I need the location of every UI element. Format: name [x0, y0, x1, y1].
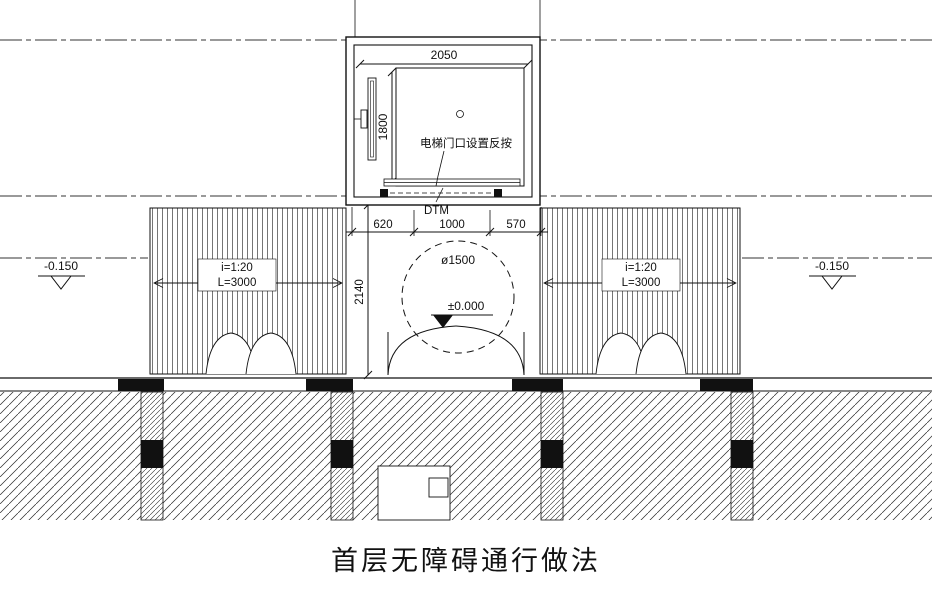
dim-620: 620 — [373, 219, 392, 231]
entry-passage: ø1500 ±0.000 2140 — [354, 200, 525, 380]
dim-tick — [485, 227, 495, 237]
column-strip-2 — [330, 391, 354, 521]
dim-tick — [355, 59, 365, 69]
level-triangle — [820, 275, 844, 290]
below-shaft-dimensions: 620 1000 570 — [346, 207, 548, 237]
car-center-mark — [456, 110, 464, 118]
elevator-tag: DTM — [424, 205, 449, 217]
note-mask — [417, 136, 519, 150]
dim-1000: 1000 — [439, 219, 465, 231]
right-arrowhead — [726, 278, 737, 288]
left-ramp-slope-label: i=1:20 — [221, 262, 253, 274]
right-arrowhead — [332, 278, 343, 288]
right-ramp-label-box — [601, 258, 681, 292]
level-value-left: -0.150 — [44, 259, 78, 273]
column-block — [141, 440, 163, 468]
door-jamb-left — [380, 189, 388, 197]
wall-fill — [700, 379, 753, 391]
dim-tick — [523, 59, 533, 69]
door-jamb-right — [494, 189, 502, 197]
dim-tick — [536, 227, 546, 237]
guide-rail — [367, 77, 377, 161]
left-ramp-arch-2 — [245, 332, 297, 375]
pit-inner-box — [428, 477, 449, 498]
column-block — [331, 440, 353, 468]
dim-tick — [387, 67, 397, 77]
dim-tick — [409, 227, 419, 237]
right-ramp-length-label: L=3000 — [622, 277, 661, 289]
column-block — [541, 440, 563, 468]
guide-rail-inner — [370, 80, 374, 158]
tag-leader-line — [435, 187, 444, 203]
circle-label-mask — [432, 253, 484, 267]
elevator-shaft: 2050 1800 电梯门口设置反按 DTM — [345, 36, 541, 217]
wall-fill — [306, 379, 353, 391]
column-strip-4 — [730, 391, 754, 521]
entry-level-triangle — [433, 315, 453, 328]
left-ramp-length-label: L=3000 — [218, 277, 257, 289]
drawing-title: 首层无障碍通行做法 — [331, 546, 601, 576]
column-block — [731, 440, 753, 468]
right-ramp-arch-2 — [635, 332, 687, 375]
column-strip-3 — [540, 391, 564, 521]
level-triangle — [49, 275, 73, 290]
level-value-right: -0.150 — [815, 259, 849, 273]
level-marker-right: -0.150 — [809, 259, 856, 290]
wall-fill — [118, 379, 164, 391]
shaft-inner-wall — [353, 44, 533, 198]
right-ramp-slope-label: i=1:20 — [625, 262, 657, 274]
wall-fill — [512, 379, 563, 391]
left-ramp: i=1:20 L=3000 — [149, 207, 347, 375]
ground-section — [0, 377, 932, 521]
level-marker-left: -0.150 — [38, 259, 85, 290]
entry-level-value: ±0.000 — [448, 299, 485, 313]
dim-2140: 2140 — [354, 279, 366, 305]
dim-2050: 2050 — [431, 48, 458, 62]
column-strip-1 — [140, 391, 164, 521]
left-arrowhead — [543, 278, 554, 288]
elevator-door-note: 电梯门口设置反按 — [420, 136, 512, 150]
left-ramp-label-box — [197, 258, 277, 292]
earth-hatch — [0, 392, 932, 520]
turning-circle-diameter: ø1500 — [441, 253, 475, 267]
right-ramp: i=1:20 L=3000 — [539, 207, 741, 375]
rail-bracket — [360, 109, 368, 129]
turning-circle — [401, 240, 515, 354]
left-arrowhead — [153, 278, 164, 288]
note-leader-line — [435, 150, 445, 187]
door-swing-arc-right — [455, 325, 525, 376]
dim-tick — [347, 227, 357, 237]
dim-570: 570 — [506, 219, 525, 231]
elevator-car — [395, 67, 525, 187]
dim-1800: 1800 — [376, 113, 390, 140]
